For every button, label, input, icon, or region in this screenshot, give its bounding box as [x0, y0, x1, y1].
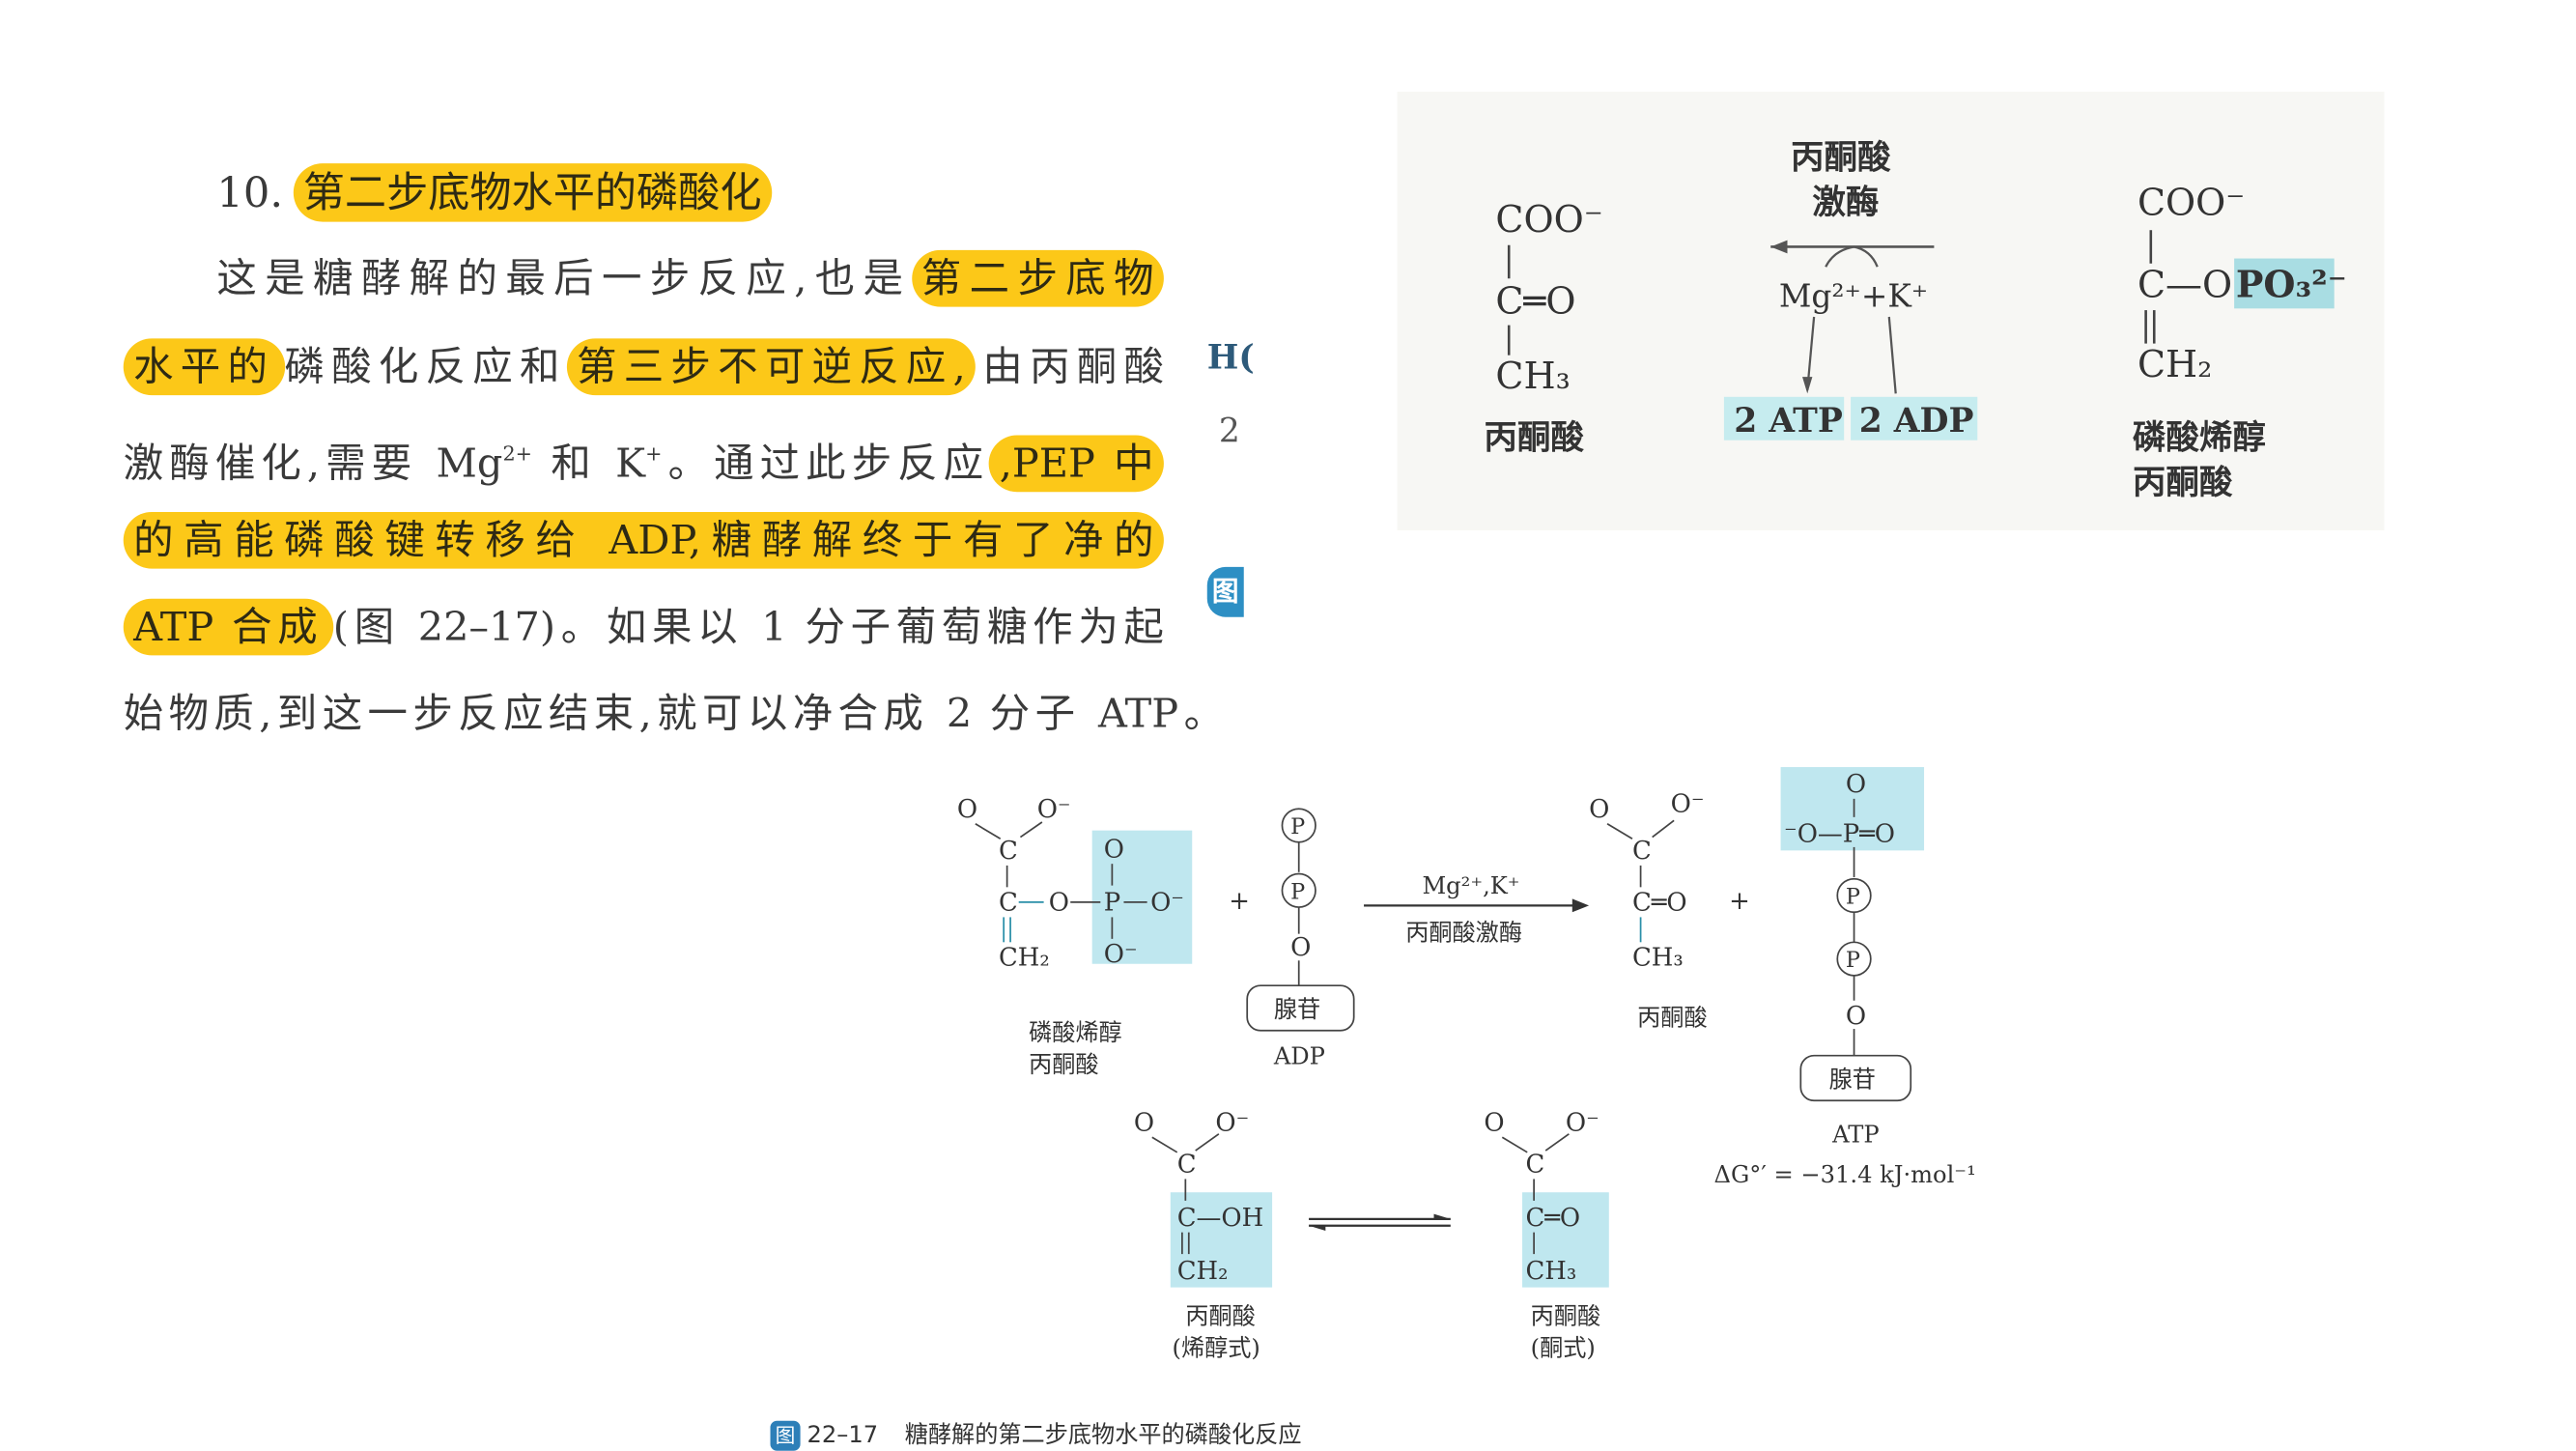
figure-icon: 图 — [770, 1420, 801, 1451]
highlighted-text: ATP 合成 — [123, 598, 333, 656]
atom: CH₃ — [1632, 943, 1684, 972]
atom: CH₂ — [999, 943, 1050, 972]
compound-name: ADP — [1273, 1042, 1325, 1069]
chem-label: COO⁻ — [1495, 198, 1602, 241]
atom: C═O — [1525, 1204, 1580, 1233]
text-segment: + — [645, 441, 663, 466]
atom: O⁻ — [1215, 1108, 1249, 1137]
chem-label: CH₃ — [1495, 355, 1570, 397]
chem-label: COO⁻ — [2137, 182, 2245, 224]
text-segment: 由丙酮酸 — [976, 343, 1164, 390]
text-segment: 始物质,到这一步反应结束,就可以净合成 2 分子 ATP。 — [123, 690, 1225, 737]
atom: C — [1632, 837, 1652, 866]
paragraph-line: ATP 合成(图 22–17)。如果以 1 分子葡萄糖作为起 — [123, 595, 1164, 659]
paragraph-line: 始物质,到这一步反应结束,就可以净合成 2 分子 ATP。 — [124, 682, 1224, 746]
atom: O — [1104, 835, 1124, 864]
section-title: 第二步底物水平的磷酸化 — [293, 163, 772, 222]
paragraph-line: 这是糖酵解的最后一步反应,也是第二步底物 — [216, 246, 1164, 310]
atom: C — [999, 889, 1018, 918]
edge-fragment: 2 — [1218, 410, 1240, 451]
atp-label: 2 ATP — [1734, 402, 1843, 441]
figure-ref-icon: 图 — [1206, 566, 1244, 617]
atom: O — [1049, 889, 1069, 918]
enzyme-name: 激酶 — [1812, 184, 1879, 222]
compound-name: ATP — [1831, 1121, 1880, 1148]
pyruvate-kinase-scheme — [1397, 91, 2385, 530]
atom: O⁻ — [1104, 940, 1138, 969]
compound-name: 丙酮酸 — [1484, 418, 1584, 457]
atom: O⁻ — [1150, 889, 1184, 918]
phosphate-circle: P — [1846, 885, 1860, 910]
atom: CH₃ — [1525, 1257, 1576, 1286]
text-segment: 2+ — [502, 441, 533, 466]
text-segment: 这是糖酵解的最后一步反应,也是 — [216, 255, 912, 302]
ions-label: Mg²⁺,K⁺ — [1422, 872, 1519, 899]
section-number: 10. — [216, 168, 284, 217]
text-segment: 磷酸化反应和 — [284, 343, 567, 390]
plus-sign: + — [1229, 887, 1250, 916]
compound-name: 丙酮酸 — [1029, 1051, 1098, 1078]
paragraph-line: 水平的磷酸化反应和第三步不可逆反应,由丙酮酸 — [123, 335, 1164, 399]
atom: O — [1846, 770, 1866, 799]
compound-name: 丙酮酸 — [1531, 1303, 1600, 1330]
phosphate-group: PO₃²⁻ — [2236, 262, 2347, 305]
compound-form: (烯醇式) — [1173, 1334, 1260, 1361]
phosphate-circle: P — [1290, 814, 1305, 839]
atom: O — [1290, 933, 1311, 962]
compound-name: 丙酮酸 — [1637, 1005, 1707, 1032]
enzyme-name: 丙酮酸 — [1791, 138, 1891, 177]
compound-name: 磷酸烯醇 — [1029, 1019, 1122, 1046]
enzyme-name: 丙酮酸激酶 — [1405, 920, 1522, 947]
highlighted-text: 第二步底物 — [911, 249, 1164, 307]
section-heading: 10.第二步底物水平的磷酸化 — [216, 161, 772, 225]
figure-caption-text: 糖酵解的第二步底物水平的磷酸化反应 — [904, 1422, 1302, 1450]
atom: C — [1177, 1151, 1197, 1180]
chem-label: CH₂ — [2137, 343, 2212, 385]
highlighted-text: 水平的 — [123, 338, 285, 396]
adenosine-label: 腺苷 — [1274, 996, 1320, 1023]
paragraph-line: 激酶催化,需要 Mg2+ 和 K+。通过此步反应,PEP 中 — [124, 422, 1164, 496]
chem-label: C—O — [2137, 263, 2232, 305]
text-segment: 激酶催化,需要 Mg — [123, 440, 503, 488]
highlighted-text: 第三步不可逆反应, — [566, 338, 977, 396]
chem-label: C═O — [1495, 280, 1575, 323]
paragraph-line: 的高能磷酸键转移给 ADP,糖酵解终于有了净的 — [123, 508, 1164, 572]
atom: CH₂ — [1177, 1257, 1229, 1286]
text-segment: (图 22–17)。如果以 1 分子葡萄糖作为起 — [332, 603, 1164, 651]
highlighted-text: 的高能磷酸键转移给 ADP,糖酵解终于有了净的 — [123, 511, 1164, 569]
compound-name: 磷酸烯醇 — [2133, 418, 2266, 457]
atom: C—OH — [1177, 1204, 1263, 1233]
atom: O — [1589, 795, 1609, 824]
atom: O⁻ — [1671, 790, 1705, 819]
phosphate-circle: P — [1290, 879, 1305, 904]
adp-label: 2 ADP — [1859, 402, 1974, 441]
atom: O — [1134, 1108, 1154, 1137]
plus-sign: + — [1729, 887, 1750, 916]
atom: O — [1484, 1108, 1504, 1137]
free-energy-label: ΔG°′ = −31.4 kJ·mol⁻¹ — [1714, 1161, 1976, 1188]
compound-name: 丙酮酸 — [2133, 464, 2233, 502]
atom: C═O — [1632, 889, 1687, 918]
atom: O — [957, 795, 977, 824]
compound-form: (酮式) — [1531, 1334, 1596, 1361]
figure-number: 22–17 — [807, 1422, 879, 1450]
adenosine-label: 腺苷 — [1829, 1066, 1876, 1093]
atom: ⁻O—P═O — [1784, 820, 1895, 849]
highlighted-text: ,PEP 中 — [989, 435, 1164, 493]
atom: C — [999, 837, 1018, 866]
text-segment: 。通过此步反应 — [662, 440, 990, 488]
atom: P — [1104, 889, 1120, 918]
atom: O⁻ — [1566, 1108, 1599, 1137]
edge-fragment: H( — [1206, 336, 1255, 378]
compound-name: 丙酮酸 — [1185, 1303, 1255, 1330]
atom: O⁻ — [1037, 795, 1071, 824]
ions-label: Mg²⁺+K⁺ — [1779, 278, 1928, 315]
text-segment: 和 K — [532, 440, 646, 488]
atom: C — [1525, 1151, 1544, 1180]
phosphate-circle: P — [1846, 948, 1860, 973]
atom: O — [1846, 1002, 1866, 1031]
